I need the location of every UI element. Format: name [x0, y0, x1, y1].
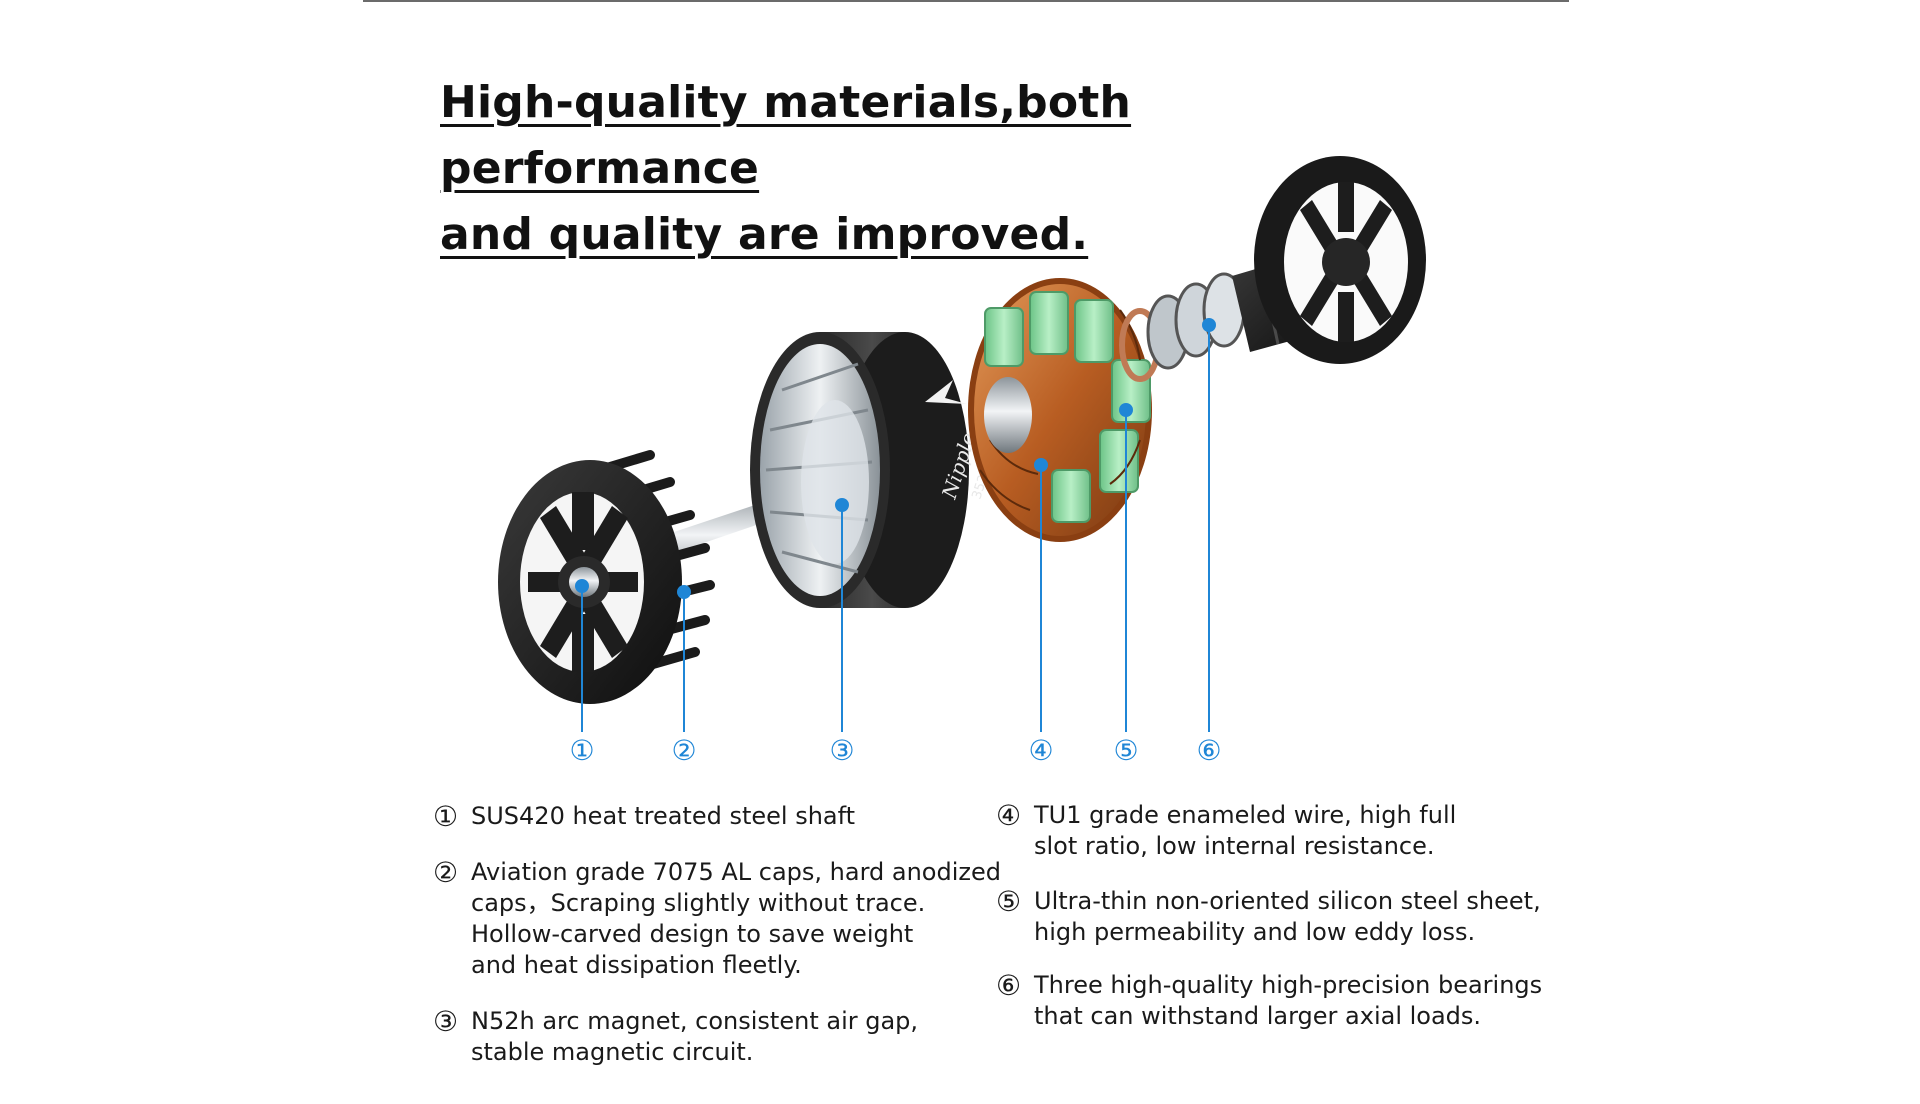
motor-brand-text: Nipple — [937, 430, 981, 503]
callout-dot-5 — [1119, 403, 1133, 417]
top-divider — [363, 0, 1569, 2]
feature-2-line-4: and heat dissipation fleetly. — [471, 951, 802, 979]
feature-item-2: ② Aviation grade 7075 AL caps, hard anod… — [433, 857, 1001, 981]
bearings-part — [1119, 272, 1246, 382]
callout-dot-3 — [835, 498, 849, 512]
brand-logo-icon — [925, 380, 967, 404]
stator-part — [968, 278, 1152, 542]
headline-line-1: High-quality materials,both performance — [440, 77, 1132, 194]
feature-2-line-1: Aviation grade 7075 AL caps, hard anodiz… — [471, 858, 1001, 886]
callout-label-5: ⑤ — [1113, 734, 1138, 767]
feature-3-line-2: stable magnetic circuit. — [471, 1038, 754, 1066]
callout-label-6: ⑥ — [1196, 734, 1221, 767]
feature-3-line-1: N52h arc magnet, consistent air gap, — [471, 1007, 919, 1035]
callout-dot-4 — [1034, 458, 1048, 472]
feature-1-line-1: SUS420 heat treated steel shaft — [471, 802, 856, 830]
feature-number-5: ⑤ — [996, 885, 1022, 918]
feature-5-line-2: high permeability and low eddy loss. — [1034, 918, 1476, 946]
feature-item-6: ⑥ Three high-quality high-precision bear… — [996, 970, 1542, 1032]
feature-number-3: ③ — [433, 1005, 459, 1038]
feature-number-2: ② — [433, 856, 459, 889]
feature-number-6: ⑥ — [996, 969, 1022, 1002]
feature-item-5: ⑤ Ultra-thin non-oriented silicon steel … — [996, 886, 1541, 948]
feature-item-1: ① SUS420 heat treated steel shaft — [433, 801, 855, 832]
motor-model-text: 3525 570KV — [970, 421, 1009, 501]
feature-2-line-2: caps，Scraping slightly without trace. — [471, 889, 926, 917]
callout-dot-6 — [1202, 318, 1216, 332]
headline-line-2: and quality are improved. — [440, 209, 1089, 260]
callout-label-3: ③ — [829, 734, 854, 767]
feature-item-3: ③ N52h arc magnet, consistent air gap, s… — [433, 1006, 918, 1068]
steel-shaft-part — [560, 490, 806, 590]
bell-housing-part: Nipple 3525 570KV — [750, 332, 1008, 608]
callout-dot-2 — [677, 585, 691, 599]
feature-number-4: ④ — [996, 799, 1022, 832]
feature-5-line-1: Ultra-thin non-oriented silicon steel sh… — [1034, 887, 1541, 915]
feature-number-1: ① — [433, 800, 459, 833]
feature-2-line-3: Hollow-carved design to save weight — [471, 920, 914, 948]
page-headline: High-quality materials,both performance … — [440, 70, 1440, 268]
callout-label-2: ② — [671, 734, 696, 767]
feature-4-line-2: slot ratio, low internal resistance. — [1034, 832, 1435, 860]
feature-item-4: ④ TU1 grade enameled wire, high full slo… — [996, 800, 1456, 862]
feature-4-line-1: TU1 grade enameled wire, high full — [1034, 801, 1457, 829]
callout-label-1: ① — [569, 734, 594, 767]
bottom-cap-part — [498, 450, 715, 704]
callout-dot-1 — [575, 579, 589, 593]
callout-label-4: ④ — [1028, 734, 1053, 767]
feature-6-line-2: that can withstand larger axial loads. — [1034, 1002, 1482, 1030]
feature-6-line-1: Three high-quality high-precision bearin… — [1034, 971, 1543, 999]
